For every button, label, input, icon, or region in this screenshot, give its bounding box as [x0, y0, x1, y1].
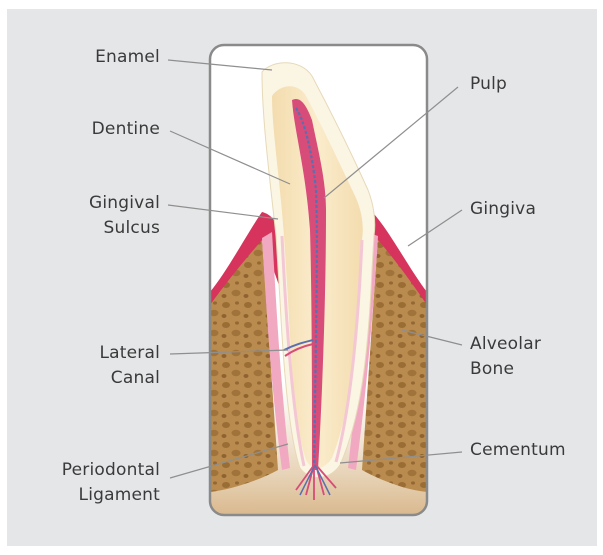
pulp-label: Pulp	[470, 72, 580, 97]
dentine-label: Dentine	[56, 117, 160, 142]
enamel-label: Enamel	[56, 45, 160, 70]
lateral-canal-label: Lateral Canal	[56, 341, 160, 391]
alveolar-bone-label: Alveolar Bone	[470, 332, 580, 382]
gingiva-label: Gingiva	[470, 197, 580, 222]
cementum-label: Cementum	[470, 438, 595, 463]
gingival-sulcus-label: Gingival Sulcus	[56, 191, 160, 241]
periodontal-ligament-label: Periodontal Ligament	[20, 458, 160, 508]
